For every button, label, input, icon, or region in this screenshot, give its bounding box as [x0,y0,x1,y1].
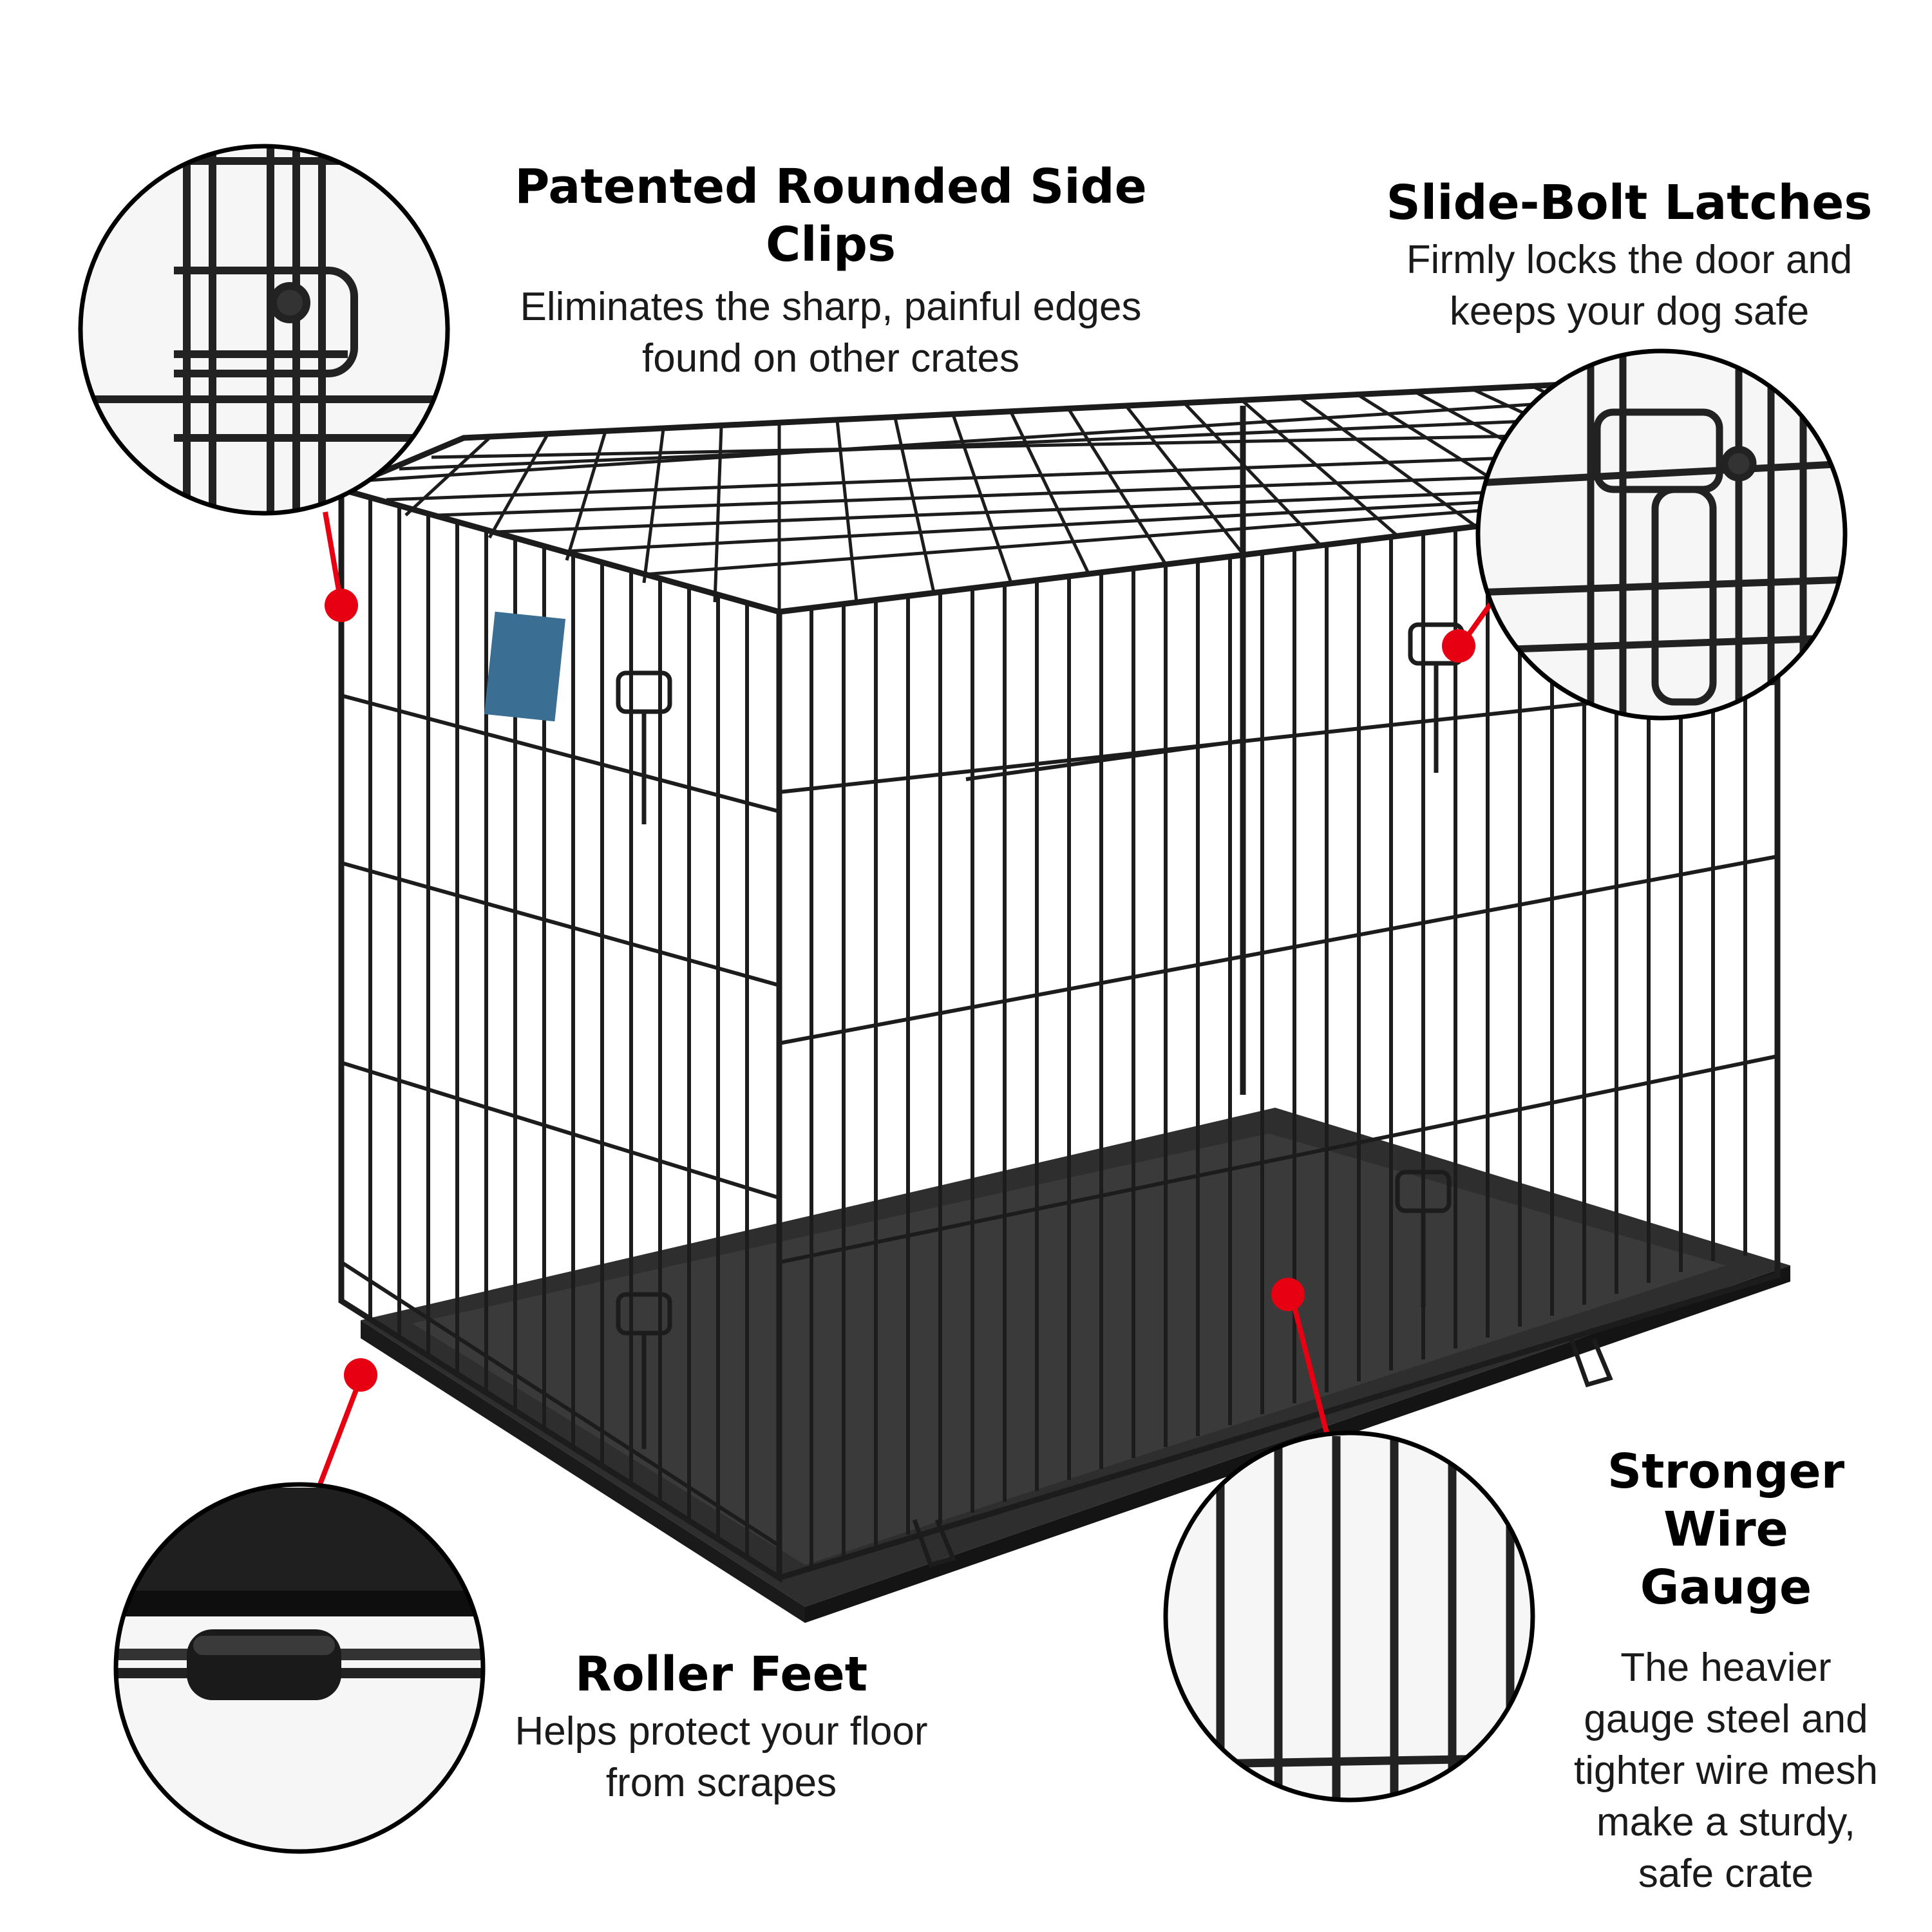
tray-front-edge [361,1320,805,1623]
callout-roller-feet: Roller Feet Helps protect your floor fro… [464,1645,979,1809]
callout-title: Patented Rounded Side Clips [515,159,1147,272]
callout-slide-bolt-latches: Slide-Bolt Latches Firmly locks the door… [1340,174,1919,337]
brand-tag [484,611,566,722]
roller-feet-detail [113,1482,486,1854]
callout-description: Helps protect your floor from scrapes [515,1709,928,1805]
wire-gauge-detail [1163,1430,1535,1803]
front-panel-mesh [779,496,1778,1567]
latch-detail [1475,348,1848,721]
callout-title: Stronger Wire Gauge [1607,1444,1845,1615]
callout-description: The heavier gauge steel and tighter wire… [1573,1645,1879,1896]
callout-title: Roller Feet [574,1647,868,1702]
side-clip-detail [78,144,450,516]
callout-stronger-wire-gauge: Stronger Wire Gauge The heavier gauge st… [1539,1443,1913,1900]
door-latches [616,622,1464,1449]
callout-description: Eliminates the sharp, painful edges foun… [520,285,1142,381]
callout-connectors [316,511,1497,1489]
callout-description: Firmly locks the door and keeps your dog… [1406,238,1853,334]
roller-feet [912,1338,1613,1568]
callout-title: Slide-Bolt Latches [1386,175,1873,231]
callout-side-clips: Patented Rounded Side Clips Eliminates t… [444,158,1217,384]
